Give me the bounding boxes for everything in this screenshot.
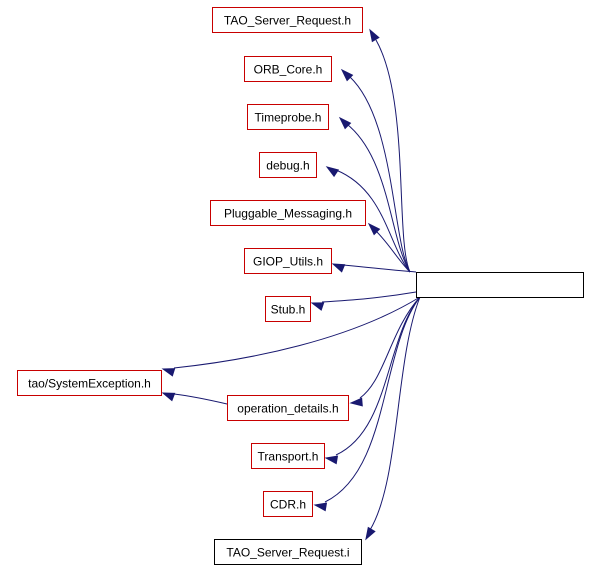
node-box xyxy=(251,443,325,469)
node-stub-h[interactable]: Stub.h xyxy=(265,296,311,322)
node-label: CDR.h xyxy=(270,498,306,512)
edge-src-to-n12 xyxy=(365,296,421,541)
node-label: TAO_Server_Request.h xyxy=(224,14,351,28)
node-giop-utils-h[interactable]: GIOP_Utils.h xyxy=(244,248,332,274)
node-tao-server-request-cpp: TAO_Server_Request.cpp xyxy=(416,272,584,298)
node-label: tao/SystemException.h xyxy=(28,377,151,391)
edge-src-to-n4 xyxy=(325,166,411,273)
edge-line xyxy=(375,39,411,273)
node-label: Timeprobe.h xyxy=(255,111,322,125)
edge-line xyxy=(347,124,411,273)
edge-arrowhead xyxy=(310,302,325,311)
node-label: Transport.h xyxy=(258,450,319,464)
node-orb-core-h[interactable]: ORB_Core.h xyxy=(244,56,332,82)
edge-line xyxy=(342,264,417,273)
edge-src-to-n10 xyxy=(324,296,421,465)
edge-src-to-n3 xyxy=(338,116,411,273)
edge-src-to-n11 xyxy=(313,296,421,512)
edge-src-to-n6 xyxy=(331,263,417,273)
edge-arrowhead xyxy=(313,502,328,512)
node-transport-h[interactable]: Transport.h xyxy=(251,443,325,469)
node-box xyxy=(247,104,329,130)
node-box xyxy=(263,491,313,517)
node-label: operation_details.h xyxy=(237,402,338,416)
node-box xyxy=(212,7,363,33)
edge-arrowhead xyxy=(369,28,380,43)
edge-line xyxy=(359,296,421,399)
node-box xyxy=(259,152,317,178)
node-box xyxy=(214,539,362,565)
edge-line xyxy=(321,291,417,303)
edge-n9-to-n8 xyxy=(161,392,228,405)
edge-line xyxy=(349,76,411,273)
edge-line xyxy=(173,296,421,369)
edge-arrowhead xyxy=(340,68,354,82)
edge-arrowhead xyxy=(161,392,176,402)
edge-src-to-n5 xyxy=(367,222,411,273)
edge-src-to-n2 xyxy=(340,68,411,273)
edge-arrowhead xyxy=(325,166,340,178)
edge-line xyxy=(324,296,421,503)
node-box xyxy=(416,272,584,298)
nodes-layer: TAO_Server_Request.cppTAO_Server_Request… xyxy=(17,7,584,565)
edge-arrowhead xyxy=(324,455,339,465)
node-box xyxy=(17,370,162,396)
node-box xyxy=(210,200,366,226)
edge-src-to-n8 xyxy=(161,296,421,377)
node-cdr-h[interactable]: CDR.h xyxy=(263,491,313,517)
edge-arrowhead xyxy=(365,526,376,541)
edge-arrowhead xyxy=(331,263,346,273)
node-label: Stub.h xyxy=(271,303,306,317)
node-pluggable-messaging-h[interactable]: Pluggable_Messaging.h xyxy=(210,200,366,226)
edge-arrowhead xyxy=(338,116,352,130)
edges-layer xyxy=(161,28,421,541)
node-operation-details-h[interactable]: operation_details.h xyxy=(227,395,349,421)
edge-src-to-n9 xyxy=(349,296,421,407)
node-label: TAO_Server_Request.i xyxy=(226,546,349,560)
node-label: GIOP_Utils.h xyxy=(253,255,323,269)
node-label: TAO_Server_Request.cpp xyxy=(430,279,570,293)
edge-line xyxy=(335,296,421,456)
edge-line xyxy=(173,393,228,405)
node-timeprobe-h[interactable]: Timeprobe.h xyxy=(247,104,329,130)
edge-src-to-n1 xyxy=(369,28,411,273)
node-label: ORB_Core.h xyxy=(254,63,323,77)
edge-line xyxy=(369,296,421,531)
node-tao-systemexception-h[interactable]: tao/SystemException.h xyxy=(17,370,162,396)
node-debug-h[interactable]: debug.h xyxy=(259,152,317,178)
edge-arrowhead xyxy=(367,222,381,236)
edge-line xyxy=(375,230,411,273)
node-box xyxy=(227,395,349,421)
edge-arrowhead xyxy=(161,368,176,377)
node-tao-server-request-h[interactable]: TAO_Server_Request.h xyxy=(212,7,363,33)
edge-line xyxy=(335,169,411,273)
edge-arrowhead xyxy=(349,397,363,407)
node-label: Pluggable_Messaging.h xyxy=(224,207,352,221)
edge-src-to-n7 xyxy=(310,291,417,311)
node-tao-server-request-i: TAO_Server_Request.i xyxy=(214,539,362,565)
node-label: debug.h xyxy=(266,159,309,173)
node-box xyxy=(244,248,332,274)
node-box xyxy=(265,296,311,322)
node-box xyxy=(244,56,332,82)
